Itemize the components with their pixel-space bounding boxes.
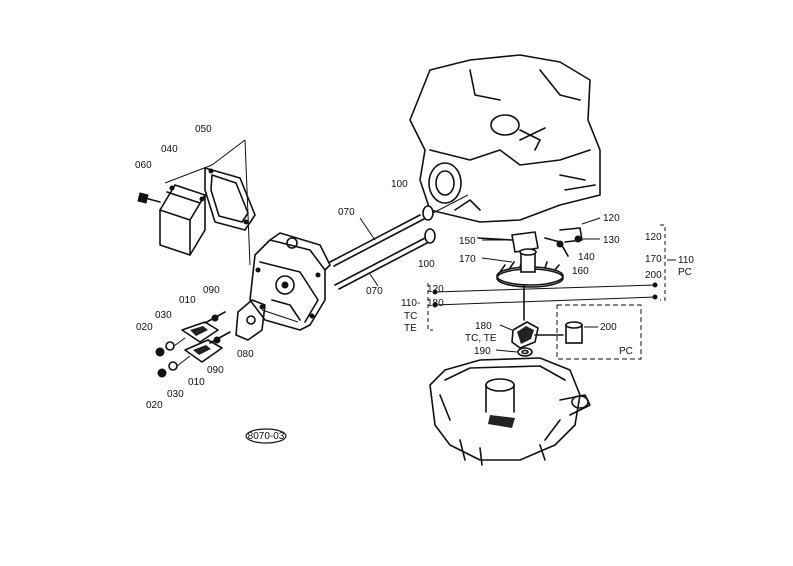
callout-020-upper: 020 xyxy=(136,322,153,333)
callout-030-upper: 030 xyxy=(155,310,172,321)
nuts-020-030 xyxy=(155,337,191,378)
lever-010-upper xyxy=(181,321,219,343)
drawing-stamp: 8070-03 xyxy=(245,428,287,444)
callout-100-lower: 100 xyxy=(418,259,435,270)
washer-190 xyxy=(517,347,533,357)
callout-010-upper: 010 xyxy=(179,295,196,306)
callout-040: 040 xyxy=(161,144,178,155)
callout-labels: 050 040 060 070 070 100 100 010 090 030 … xyxy=(135,124,694,411)
callout-180-tc: 180 xyxy=(427,298,444,309)
callout-090-upper: 090 xyxy=(203,285,220,296)
callout-010-lower: 010 xyxy=(188,377,205,388)
callout-170-pc: 170 xyxy=(645,254,662,265)
breather-cover xyxy=(159,184,206,256)
callout-070-upper: 070 xyxy=(338,207,355,218)
callout-170: 170 xyxy=(459,254,476,265)
callout-200: 200 xyxy=(600,322,617,333)
callout-060: 060 xyxy=(135,160,152,171)
callout-200-pc: 200 xyxy=(645,270,662,281)
pins-090 xyxy=(204,311,231,344)
callout-140: 140 xyxy=(578,252,595,263)
callout-120-tc: 120 xyxy=(427,284,444,295)
cover-screw xyxy=(137,192,161,204)
callout-120-pc: 120 xyxy=(645,232,662,243)
callout-120-upper: 120 xyxy=(603,213,620,224)
label-pc-upper: PC xyxy=(678,267,692,278)
stamp-text: 8070-03 xyxy=(248,431,285,442)
arm-140-160 xyxy=(544,227,583,257)
callout-070-lower: 070 xyxy=(366,286,383,297)
callout-160: 160 xyxy=(572,266,589,277)
callout-080: 080 xyxy=(237,349,254,360)
leader-lines xyxy=(427,224,676,331)
gear-case xyxy=(249,232,331,331)
push-rods xyxy=(329,214,430,290)
callout-150: 150 xyxy=(459,236,476,247)
callout-110-tc: 110- xyxy=(401,298,420,309)
cover-gasket xyxy=(204,167,256,231)
label-pointers xyxy=(359,217,601,353)
label-te: TE xyxy=(404,323,417,334)
pc-dashed-box xyxy=(556,304,642,360)
callout-090-lower: 090 xyxy=(207,365,224,376)
callout-190: 190 xyxy=(474,346,491,357)
label-tc-te: TC, TE xyxy=(465,333,497,344)
bushing-200 xyxy=(534,321,583,344)
callout-050: 050 xyxy=(195,124,212,135)
plate-080 xyxy=(235,299,299,341)
gear-170 xyxy=(496,248,564,288)
engine-block xyxy=(409,54,601,223)
callout-180: 180 xyxy=(475,321,492,332)
crankcase xyxy=(429,357,591,466)
callout-110-pc: 110 xyxy=(678,255,694,266)
callout-130: 130 xyxy=(603,235,620,246)
lever-010-lower xyxy=(184,339,223,363)
label-tc: TC xyxy=(404,311,417,322)
label-pc-lower: PC xyxy=(619,346,633,357)
callout-100-upper: 100 xyxy=(391,179,408,190)
callout-030-lower: 030 xyxy=(167,389,184,400)
drive-gear-180 xyxy=(511,284,539,349)
rod-washers xyxy=(422,194,469,244)
callout-020-lower: 020 xyxy=(146,400,163,411)
